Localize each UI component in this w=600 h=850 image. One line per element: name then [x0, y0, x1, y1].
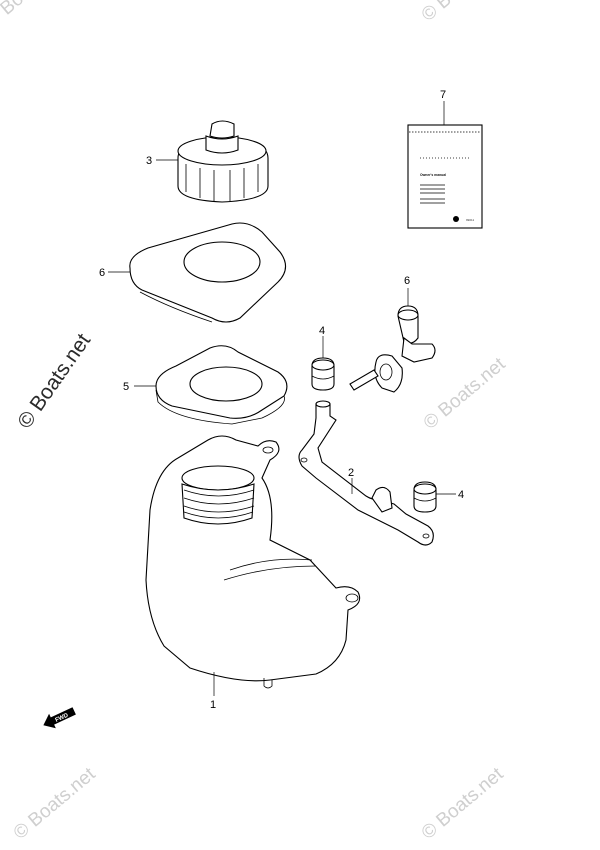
svg-text:© Boats.net: © Boats.net — [418, 763, 508, 844]
manual-code: 99011 — [466, 218, 474, 222]
part-4-grommet-lower — [413, 481, 456, 513]
svg-text:© Boats.net: © Boats.net — [0, 0, 72, 32]
callout-8: 7 — [440, 89, 446, 101]
svg-text:© Boats.net: © Boats.net — [10, 763, 100, 844]
fwd-arrow-icon: FWD — [43, 707, 76, 729]
svg-text:© Boats.net: © Boats.net — [420, 353, 510, 434]
callout-4-lower: 4 — [458, 489, 464, 501]
watermark-center-dark: © Boats.net — [13, 329, 95, 432]
svg-text:© Boats.net: © Boats.net — [13, 329, 95, 432]
watermark-top-left: © Boats.net — [0, 0, 72, 32]
part-7-fuel-cock — [349, 288, 436, 393]
manual-title: Owner's manual — [420, 173, 446, 177]
callout-4-upper: 4 — [319, 325, 325, 337]
watermark-top-right: © Boats.net — [418, 0, 508, 26]
manual-logo-icon — [453, 216, 459, 222]
part-4-grommet-upper — [311, 336, 335, 391]
part-6-gasket — [108, 222, 287, 323]
watermark-bottom-right: © Boats.net — [418, 763, 508, 844]
callout-2: 2 — [348, 467, 354, 479]
callout-5: 5 — [123, 381, 129, 393]
watermark-bottom-left: © Boats.net — [10, 763, 100, 844]
part-8-manual: Owner's manual 99011 — [407, 101, 483, 229]
callout-1: 1 — [210, 699, 216, 711]
callout-3: 3 — [146, 155, 152, 167]
callout-7: 6 — [404, 275, 410, 287]
part-2-bracket — [298, 400, 434, 546]
part-3-fuel-cap — [156, 120, 269, 203]
fwd-label: FWD — [55, 712, 71, 723]
callout-6: 6 — [99, 267, 105, 279]
watermark-mid-right: © Boats.net — [420, 353, 510, 434]
part-5-seal — [134, 345, 288, 425]
part-1-fuel-tank — [145, 435, 361, 696]
svg-text:© Boats.net: © Boats.net — [418, 0, 508, 26]
